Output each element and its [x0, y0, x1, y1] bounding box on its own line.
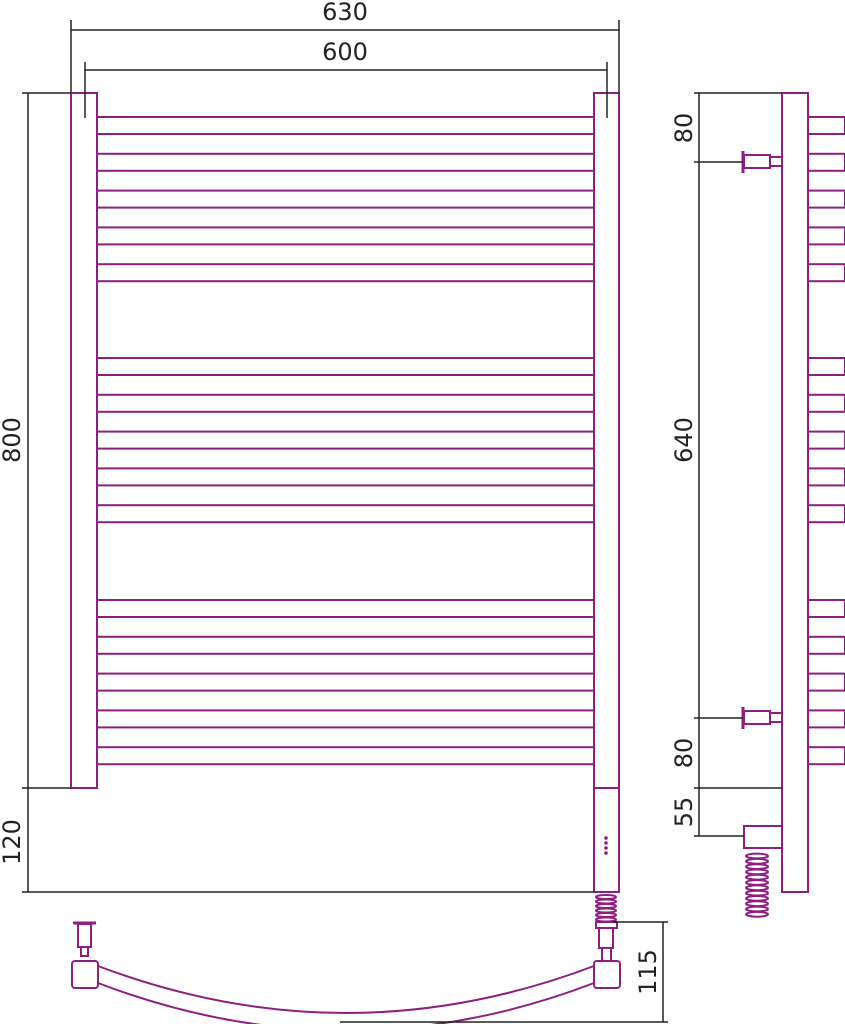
crossbar-end — [807, 152, 845, 172]
coil-turn — [745, 910, 769, 918]
crossbar — [96, 430, 595, 450]
left-fitting — [71, 960, 99, 989]
coil-turn — [745, 852, 769, 860]
dim-600: 600 — [322, 38, 368, 66]
coil-turn — [745, 889, 769, 897]
left-wall-mount — [73, 921, 96, 957]
side-view — [741, 92, 845, 918]
right-post — [593, 92, 620, 893]
crossbars — [96, 116, 595, 766]
coil-turn — [595, 911, 617, 919]
top-dimensions: 115 — [340, 921, 668, 1023]
crossbar — [96, 189, 595, 209]
dim-640: 640 — [670, 417, 698, 463]
crossbar-end — [807, 226, 845, 246]
crossbar — [96, 152, 595, 172]
dim-115: 115 — [634, 949, 662, 995]
crossbar-end — [807, 672, 845, 692]
coil-turn — [745, 905, 769, 913]
crossbar-end — [807, 599, 845, 618]
side-post — [781, 92, 809, 893]
wall-bracket-bottom — [741, 707, 783, 729]
crossbar — [96, 599, 595, 618]
crossbar — [96, 467, 595, 487]
crossbar — [96, 746, 595, 766]
heater-indicator-dots — [604, 836, 608, 855]
coil-turn — [745, 879, 769, 886]
crossbar-ends — [807, 116, 845, 766]
wall-bracket-top — [741, 151, 783, 173]
coil-turn — [745, 894, 769, 902]
crossbar — [96, 635, 595, 655]
coil-turn — [745, 868, 769, 876]
top-view — [71, 921, 621, 1024]
curved-frame-inner — [97, 982, 595, 1024]
coil-turn — [595, 907, 617, 914]
crossbar — [96, 709, 595, 729]
front-dimensions: 630 600 800 120 — [0, 0, 620, 893]
coil-turn — [745, 884, 769, 892]
crossbar-end — [807, 189, 845, 209]
crossbar — [96, 226, 595, 246]
crossbar-end — [807, 116, 845, 135]
crossbar-end — [807, 504, 845, 524]
crossbar — [96, 672, 595, 692]
coil-turn — [745, 900, 769, 908]
crossbar — [96, 504, 595, 524]
coil-turn — [745, 863, 769, 871]
crossbar-end — [807, 467, 845, 487]
coil-turn — [595, 902, 617, 910]
crossbar — [96, 393, 595, 413]
crossbar-end — [807, 635, 845, 655]
crossbar-end — [807, 263, 845, 283]
curved-frame-outer — [97, 965, 595, 1014]
right-heater-connector — [595, 921, 618, 962]
left-post — [70, 92, 98, 789]
crossbar-end — [807, 393, 845, 413]
right-fitting — [593, 960, 621, 989]
dim-630: 630 — [322, 0, 368, 26]
coil-turn — [595, 898, 617, 905]
front-view — [70, 92, 620, 923]
dim-55: 55 — [670, 797, 698, 828]
coil-turn — [595, 893, 617, 901]
crossbar-end — [807, 357, 845, 376]
coil-turn — [595, 916, 617, 923]
dim-800: 800 — [0, 417, 26, 463]
coil-turn — [745, 873, 769, 881]
dim-120: 120 — [0, 819, 26, 865]
side-dimensions: 80 640 80 55 — [670, 92, 782, 837]
dim-80-bottom: 80 — [670, 738, 698, 769]
crossbar — [96, 116, 595, 135]
crossbar-end — [807, 746, 845, 766]
crossbar-end — [807, 709, 845, 729]
crossbar-end — [807, 430, 845, 450]
coil-turn — [745, 857, 769, 865]
dim-80-top: 80 — [670, 113, 698, 144]
crossbar — [96, 357, 595, 376]
heater-spiral-front — [595, 893, 617, 923]
heater-spiral-side — [745, 852, 769, 918]
heater-housing — [743, 825, 783, 849]
crossbar — [96, 263, 595, 283]
